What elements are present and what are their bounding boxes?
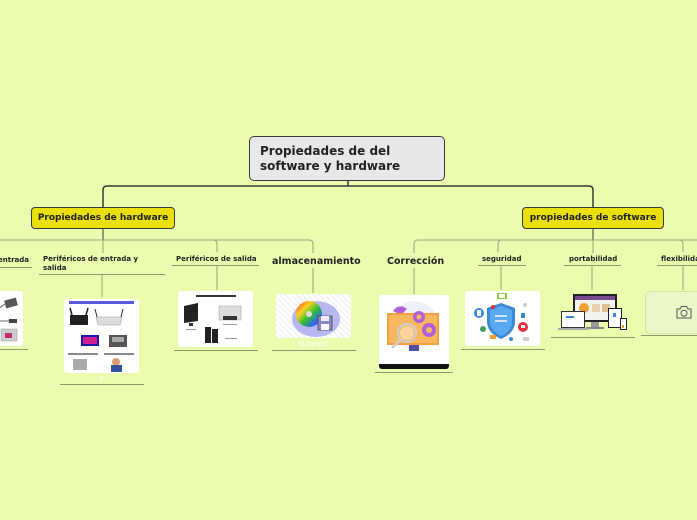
storage-image[interactable] <box>276 294 351 338</box>
subtopic-seguridad[interactable]: seguridad <box>482 255 527 264</box>
storage-image-caption: Subtopic <box>298 340 329 348</box>
subtopic-entrada-label: entrada <box>0 256 29 264</box>
input-devices-icon <box>0 297 18 342</box>
main-topic-software-label: propiedades de software <box>529 213 657 223</box>
io-peripherals-image[interactable] <box>64 299 139 373</box>
output-peripherals-image[interactable] <box>178 291 253 347</box>
subtopic-almacenamiento-label: almacenamiento <box>272 256 361 267</box>
correction-monitor-icon <box>379 301 449 369</box>
connector-central-to-software <box>348 185 594 207</box>
main-topic-hardware[interactable]: Propiedades de hardware <box>31 207 175 229</box>
correction-image-underline <box>375 372 453 373</box>
security-image-underline <box>461 349 545 350</box>
connector-software-to-flexibilidad <box>678 239 684 252</box>
connector-software-to-seguridad <box>497 239 503 252</box>
subtopic-entrada[interactable]: entrada <box>0 256 29 265</box>
storage-image-underline <box>272 350 356 351</box>
entrada-image-underline <box>0 349 28 350</box>
main-topic-software[interactable]: propiedades de software <box>522 207 664 229</box>
subtopic-entrada-underline <box>0 267 32 268</box>
security-shield-icon <box>474 293 529 341</box>
security-image[interactable] <box>465 291 540 346</box>
subtopic-seguridad-label: seguridad <box>482 255 522 263</box>
portability-image-underline <box>551 337 635 338</box>
subtopic-portabilidad[interactable]: portabilidad <box>569 255 624 264</box>
output-image-underline <box>174 350 258 351</box>
storage-disk-icon <box>292 301 340 337</box>
portability-image[interactable] <box>556 291 632 333</box>
connector-hardware-to-salida <box>212 239 218 252</box>
subtopic-output-peripherals-label: Periféricos de salida <box>176 255 257 263</box>
subtopic-flexibilidad-underline <box>657 265 697 266</box>
camera-icon <box>676 306 692 319</box>
central-topic-label: Propiedades de del software y hardware <box>260 144 401 173</box>
subtopic-correccion-label: Corrección <box>387 256 445 267</box>
io-image-underline <box>60 384 144 385</box>
subtopic-io-underline <box>39 274 165 275</box>
subtopic-almacenamiento[interactable]: almacenamiento <box>272 256 362 267</box>
subtopic-flexibilidad[interactable]: flexibilidad <box>661 255 697 264</box>
main-topic-hardware-label: Propiedades de hardware <box>37 213 169 223</box>
subtopic-io-peripherals-label: Periféricos de entrada y salida <box>43 255 139 272</box>
subtopic-portabilidad-underline <box>564 265 621 266</box>
flexibilidad-image-placeholder[interactable] <box>645 291 697 334</box>
io-image-caption: 2 <box>99 375 104 383</box>
connector-hardware-subs <box>0 239 314 253</box>
io-devices-icon <box>68 301 134 372</box>
input-peripherals-image[interactable] <box>0 291 23 346</box>
subtopic-output-underline <box>172 265 259 266</box>
correction-image[interactable] <box>379 295 449 369</box>
subtopic-portabilidad-label: portabilidad <box>569 255 618 263</box>
connector-central-to-hardware <box>102 185 348 207</box>
central-topic[interactable]: Propiedades de del software y hardware <box>249 136 445 181</box>
output-devices-icon <box>184 295 242 343</box>
subtopic-output-peripherals[interactable]: Periféricos de salida <box>176 255 266 264</box>
multi-device-icon <box>558 294 627 330</box>
subtopic-io-peripherals[interactable]: Periféricos de entrada y salida <box>43 255 153 273</box>
subtopic-seguridad-underline <box>478 265 526 266</box>
subtopic-flexibilidad-label: flexibilidad <box>661 255 697 263</box>
connector-software-subs <box>413 239 697 253</box>
flexibilidad-image-underline <box>641 335 697 336</box>
subtopic-correccion[interactable]: Corrección <box>387 256 447 267</box>
